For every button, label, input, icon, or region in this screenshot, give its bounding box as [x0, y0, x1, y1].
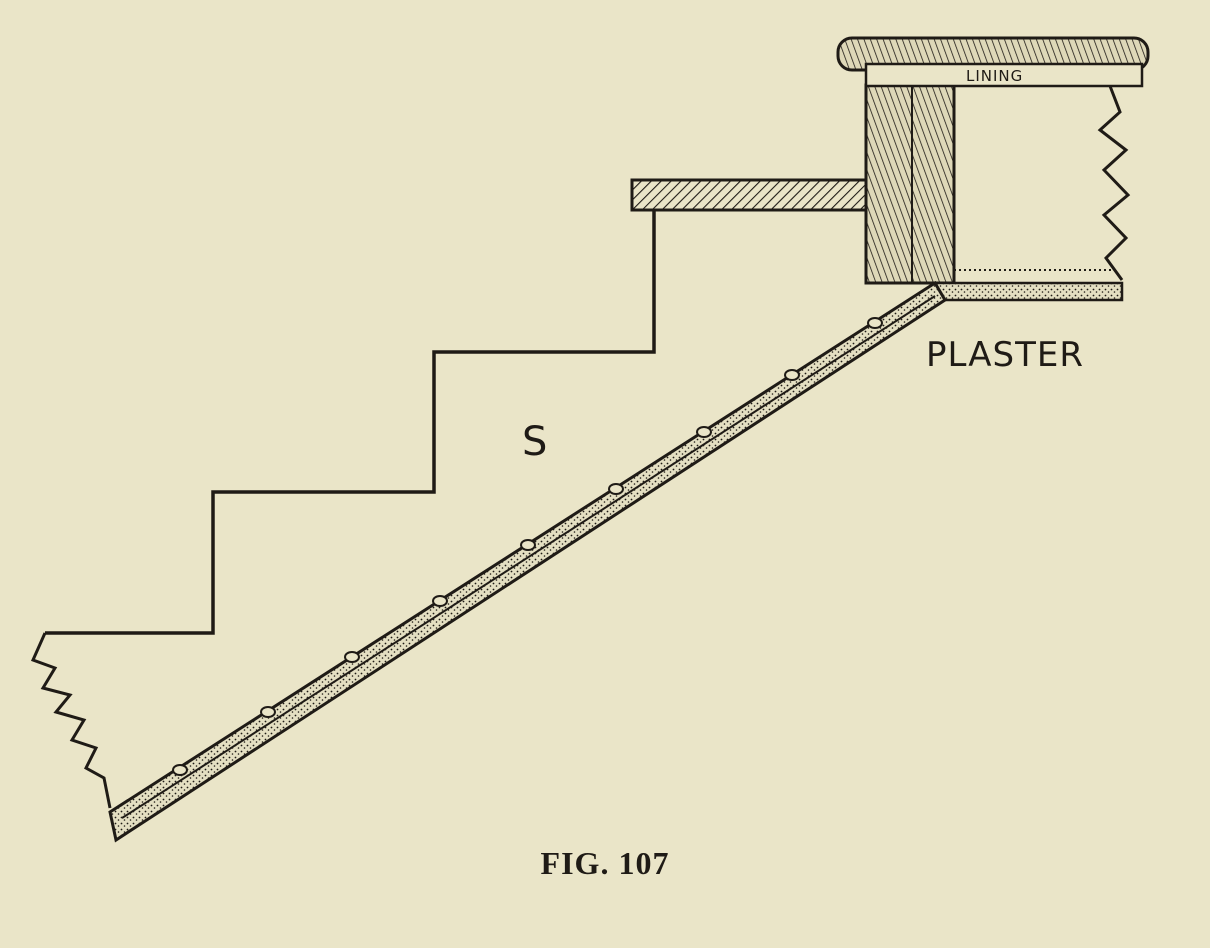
plaster-keys [172, 317, 883, 776]
plaster-label: PLASTER [926, 335, 1084, 375]
soffit-plaster [108, 280, 948, 843]
top-tread-board [630, 178, 874, 212]
stair-profile [45, 210, 656, 635]
figure-caption: FIG. 107 [540, 845, 670, 881]
lining-label: LINING [966, 67, 1023, 85]
header-beam [864, 83, 956, 285]
ceiling-plaster [933, 281, 1124, 302]
break-line-left [30, 632, 112, 809]
break-line-right [1097, 85, 1131, 281]
stair-label: S [522, 419, 547, 465]
